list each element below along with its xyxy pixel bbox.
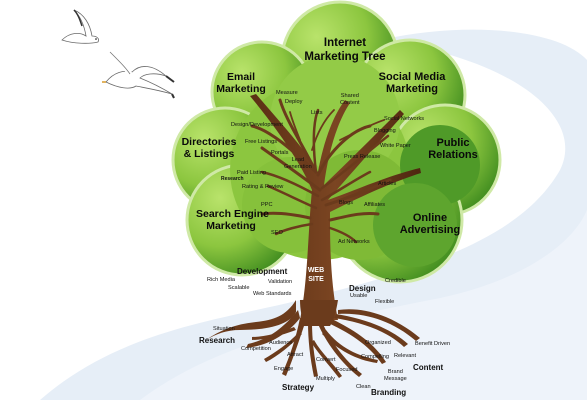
branch-label: White Paper bbox=[380, 143, 411, 149]
category-social-media: Social Media Marketing bbox=[372, 72, 452, 95]
seagull-icon bbox=[102, 50, 175, 99]
branch-label-lead-generation: Lead Generation bbox=[284, 157, 312, 170]
root-label: Web Standards bbox=[253, 291, 292, 297]
title-line-2: Marketing Tree bbox=[304, 50, 386, 63]
root-category-strategy: Strategy bbox=[282, 383, 315, 392]
branch-label: Press Release bbox=[344, 154, 381, 160]
branch-label: Rating & Review bbox=[242, 184, 284, 190]
branch-label: SEO bbox=[271, 230, 283, 236]
tree-title: Internet Marketing Tree bbox=[300, 37, 390, 63]
root-label: Audience bbox=[269, 340, 293, 346]
root-label: Multiply bbox=[316, 376, 335, 382]
category-online-advertising: Online Advertising bbox=[398, 213, 462, 236]
category-seo-line2: Marketing bbox=[206, 219, 256, 232]
root-label: Credible bbox=[385, 278, 406, 284]
branch-label-shared-line2: Content bbox=[340, 99, 360, 106]
branch-label: Paid Listing bbox=[237, 170, 266, 176]
category-pr-line2: Relations bbox=[428, 149, 478, 161]
root-label: Situation bbox=[213, 326, 235, 332]
branch-label: Measure bbox=[276, 90, 298, 96]
branch-label: Affiliates bbox=[364, 202, 386, 208]
root-label: Engage bbox=[274, 366, 294, 372]
title-line-1: Internet bbox=[323, 37, 367, 49]
branch-label-lead-line2: Generation bbox=[284, 163, 312, 170]
root-label: Compelling bbox=[361, 354, 389, 360]
category-social-line1: Social Media bbox=[378, 71, 446, 83]
root-category-branding: Branding bbox=[371, 388, 407, 397]
root-label: Convert bbox=[316, 357, 336, 363]
root-label: Relevant bbox=[394, 353, 417, 359]
branch-label: Lists bbox=[311, 110, 323, 116]
category-online-line2: Advertising bbox=[399, 224, 461, 236]
branch-label: Portals bbox=[271, 150, 289, 156]
root-label: Attract bbox=[287, 352, 304, 358]
root-label: Clean bbox=[356, 384, 371, 390]
root-category-development: Development bbox=[237, 267, 288, 276]
category-email-marketing: Email Marketing bbox=[216, 72, 266, 94]
root-category-design: Design bbox=[349, 284, 376, 293]
branch-label: Free Listings bbox=[245, 139, 278, 145]
seagull-icon bbox=[61, 9, 99, 44]
category-online-line1: Online bbox=[412, 212, 448, 224]
branch-label: Deploy bbox=[285, 99, 303, 105]
trunk-label-line2: SITE bbox=[308, 276, 324, 283]
category-search-engine: Search Engine Marketing bbox=[196, 208, 269, 232]
trunk-label-line1: WEB bbox=[307, 267, 325, 274]
branch-label: Blogs bbox=[339, 200, 353, 206]
branch-label: Ad Networks bbox=[338, 239, 370, 245]
root-label: Competition bbox=[241, 346, 271, 352]
branch-label-shared-line1: Shared bbox=[340, 93, 359, 99]
root-label: Organized bbox=[365, 340, 391, 346]
category-email-line2: Marketing bbox=[216, 82, 266, 95]
branch-label: Blogging bbox=[374, 128, 396, 134]
category-pr-line1: Public bbox=[436, 137, 470, 149]
background-swoosh-inner bbox=[140, 210, 587, 400]
branch-label: Articles bbox=[378, 181, 397, 187]
category-social-line2: Marketing bbox=[386, 83, 438, 95]
branch-label: Research bbox=[221, 176, 244, 182]
root-label: Rich Media bbox=[207, 277, 235, 283]
root-category-content: Content bbox=[413, 363, 444, 372]
root-label-brand-line2: Message bbox=[384, 375, 407, 382]
root-label-brand-message: Brand Message bbox=[384, 369, 407, 382]
branch-label: Design/Development bbox=[231, 122, 283, 128]
branch-label: Social Networks bbox=[384, 116, 425, 122]
category-seo-line1: Search Engine bbox=[196, 208, 269, 220]
root-label: Usable bbox=[350, 293, 368, 299]
tree-roots bbox=[206, 300, 420, 378]
category-public-relations: Public Relations bbox=[423, 138, 483, 161]
branch-label-shared-content: Shared Content bbox=[340, 93, 360, 106]
category-directories-line2: & Listings bbox=[183, 147, 235, 160]
category-directories-line1: Directories bbox=[181, 136, 237, 148]
root-label: Validation bbox=[268, 279, 293, 285]
trunk-label-web-site: WEB SITE bbox=[303, 267, 329, 283]
category-directories: Directories & Listings bbox=[180, 137, 238, 159]
branch-label: PPC bbox=[261, 202, 273, 208]
root-label: Focused bbox=[336, 367, 358, 373]
root-label: Scalable bbox=[228, 285, 250, 291]
root-category-research: Research bbox=[199, 336, 236, 345]
branch-label-lead-line1: Lead bbox=[291, 157, 305, 163]
root-label: Benefit Driven bbox=[415, 341, 451, 347]
root-label-brand-line1: Brand bbox=[387, 369, 403, 375]
tree-canopy bbox=[171, 0, 502, 284]
root-label: Flexible bbox=[375, 299, 395, 305]
tree-branches bbox=[250, 98, 392, 244]
category-email-line1: Email bbox=[226, 71, 255, 83]
